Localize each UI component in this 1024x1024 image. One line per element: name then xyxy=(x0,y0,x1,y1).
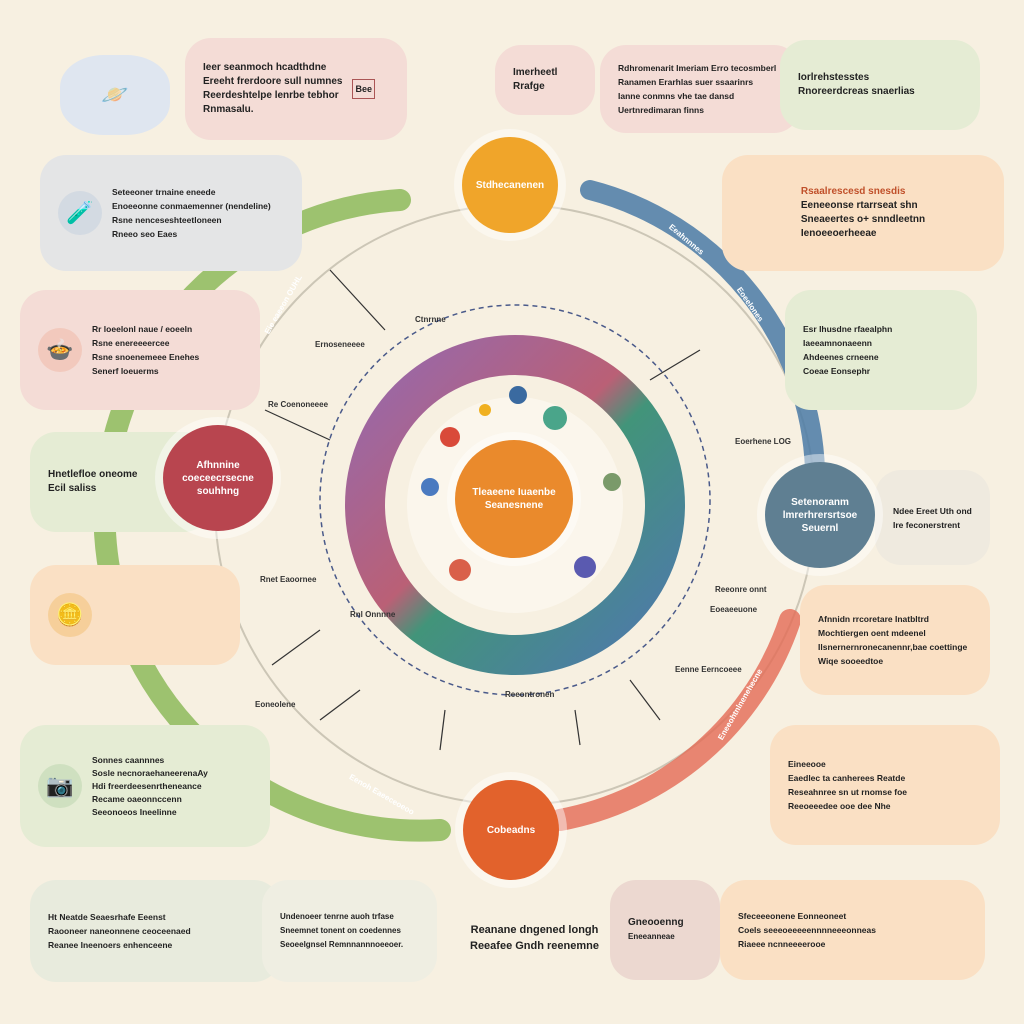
main-ring xyxy=(345,335,685,675)
ring-label: Ernoseneeee xyxy=(315,340,365,349)
ring-label: Reeontronen xyxy=(505,690,555,699)
ring-label: Eenne Eerncoeee xyxy=(675,665,742,674)
ring-label: Ctnrnne xyxy=(415,315,446,324)
ring-label: Rnet Eaoornee xyxy=(260,575,317,584)
node-center: Tleaeene Iuaenbe Seanesnene xyxy=(455,440,573,558)
node-left: Afhnnine coeceecrsecne souhhng xyxy=(163,425,273,531)
node-top: Stdhecanenen xyxy=(462,137,558,233)
spokes xyxy=(264,269,701,751)
ring-label: Reeonre onnt xyxy=(715,585,767,594)
inner-icons xyxy=(421,386,621,581)
dashed-ring xyxy=(319,304,711,696)
node-bottom: Cobeadns xyxy=(463,780,559,880)
camera-icon: 📷 xyxy=(38,764,82,808)
arc-red xyxy=(549,609,801,831)
info-card-11: 🪙 xyxy=(30,565,240,665)
ring-label: Rnl Onnnne xyxy=(350,610,396,619)
ring-label: Eoerhene LOG xyxy=(735,437,792,446)
planet-illustration-icon: 🪐 xyxy=(60,55,170,135)
card-badge: Bee xyxy=(352,79,375,99)
node-right: Setenoranm lmrerhrersrtsoe Seuernl xyxy=(765,462,875,568)
ring-label: Eoeaeeuone xyxy=(710,605,758,614)
ring-label: Re Coenoneeee xyxy=(268,400,329,409)
arc-blue xyxy=(580,180,825,480)
coin-icon: 🪙 xyxy=(48,593,92,637)
bowl-icon: 🍲 xyxy=(38,328,82,372)
bottle-icon: 🧪 xyxy=(58,191,102,235)
ring-label: Eoneolene xyxy=(255,700,296,709)
